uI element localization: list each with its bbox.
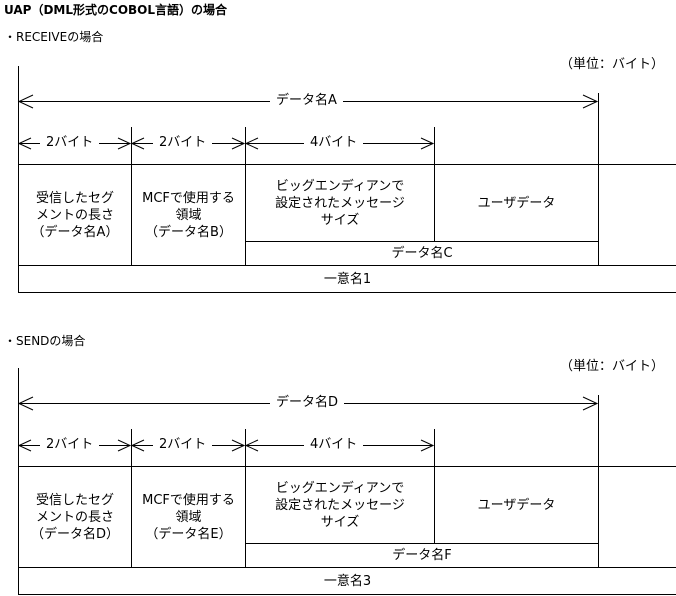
send-segment-length-cell: 受信したセグメントの長さ（データ名D） [30,492,119,542]
receive-unique-name: 一意名1 [323,271,372,287]
receive-span-arrow-left [17,94,34,109]
send-span-label: データ名D [270,395,345,411]
send-unit-label: （単位：バイト） [560,359,665,374]
receive-segment-length-cell: 受信したセグメントの長さ（データ名A） [31,190,119,240]
receive-subtitle: ・RECEIVEの場合 [4,30,104,44]
receive-mcf-area-cell: MCFで使用する領域（データ名B） [142,190,235,240]
send-sub-data-label: データ名F [392,548,452,563]
send-size-3: 4バイト [304,437,364,453]
receive-span-label: データ名A [270,93,343,109]
send-span-arrow-left [17,396,34,411]
send-span-arrow-right [582,396,599,411]
send-subtitle: ・SENDの場合 [4,334,86,348]
receive-span-arrow-right [582,94,599,109]
page-heading: UAP（DML形式のCOBOL言語）の場合 [4,3,228,17]
receive-size-2: 2バイト [153,135,213,151]
send-message-size-cell: ビッグエンディアンで設定されたメッセージサイズ [275,480,405,530]
send-user-data-cell: ユーザデータ [477,497,556,513]
send-size-2: 2バイト [153,437,213,453]
receive-sub-data-label: データ名C [391,246,453,261]
receive-size-3: 4バイト [304,135,364,151]
send-mcf-area-cell: MCFで使用する領域（データ名E） [142,492,235,542]
receive-unit-label: （単位：バイト） [560,57,665,72]
send-size-1: 2バイト [40,437,100,453]
receive-user-data-cell: ユーザデータ [477,195,556,211]
receive-message-size-cell: ビッグエンディアンで設定されたメッセージサイズ [275,178,405,228]
receive-size-1: 2バイト [40,135,100,151]
send-unique-name: 一意名3 [323,573,372,589]
